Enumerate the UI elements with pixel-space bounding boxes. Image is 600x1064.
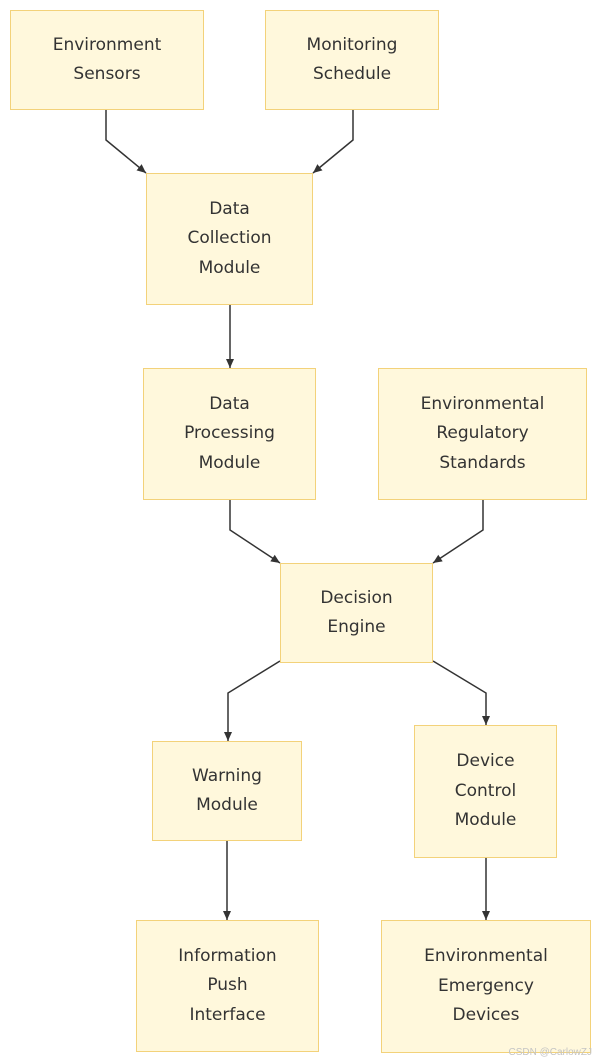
- node-label-line: Schedule: [312, 64, 392, 84]
- node-label-line: Emergency: [438, 975, 534, 996]
- node-label-line: Standards: [439, 452, 526, 473]
- node-label-line: Device: [456, 751, 515, 772]
- edge-monitoring_schedule-to-data_collection: [312, 110, 354, 174]
- node-label-line: Processing: [184, 423, 275, 444]
- node-label-line: Monitoring: [306, 34, 398, 55]
- node-label-line: Interface: [189, 1004, 266, 1025]
- node-label-line: Data: [209, 393, 250, 414]
- node-label-line: Push: [207, 975, 248, 996]
- watermark: CSDN @CarlowZJ: [508, 1047, 593, 1058]
- node-label-line: Collection: [187, 228, 272, 249]
- node-label-line: Module: [196, 795, 258, 815]
- node-label-line: Module: [198, 257, 261, 278]
- node-label-line: Engine: [327, 617, 386, 637]
- node-label-line: Regulatory: [436, 423, 529, 444]
- node-label-line: Environment: [52, 34, 162, 55]
- node-label-line: Environmental: [420, 393, 545, 414]
- node-label-line: Module: [454, 810, 517, 831]
- edge-env_standards-to-decision_engine: [432, 500, 484, 564]
- node-label-line: Information: [178, 945, 277, 966]
- edge-env_sensors-to-data_collection: [105, 110, 147, 174]
- node-label-line: Control: [454, 780, 517, 801]
- node-label-line: Warning: [192, 765, 262, 786]
- node-label-line: Decision: [320, 587, 393, 608]
- edge-decision_engine-to-device_control: [432, 660, 490, 725]
- edge-data_processing-to-decision_engine: [229, 500, 281, 564]
- node-label-line: Devices: [452, 1005, 520, 1026]
- node-label-line: Sensors: [73, 64, 141, 84]
- node-label-line: Module: [198, 452, 261, 473]
- edge-decision_engine-to-warning_module: [224, 660, 281, 741]
- node-label-line: Environmental: [424, 946, 548, 967]
- node-label-line: Data: [209, 198, 250, 219]
